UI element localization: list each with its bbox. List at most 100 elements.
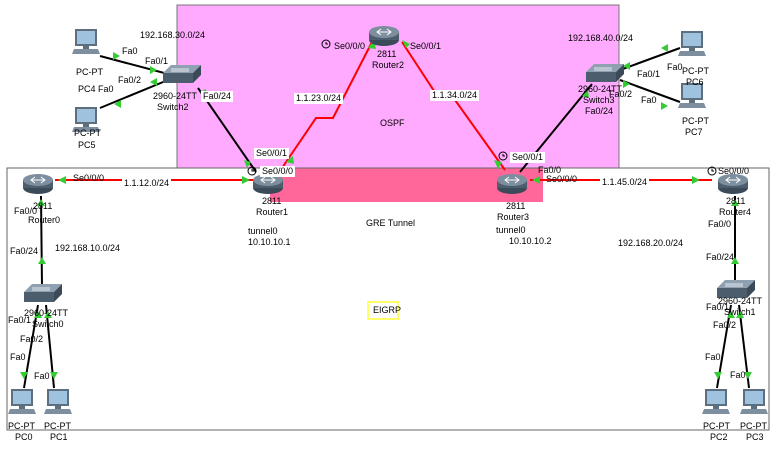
router1-model: 2811 (262, 196, 282, 206)
network-label: 192.168.20.0/24 (618, 238, 684, 248)
port-label: Fa0/2 (609, 89, 633, 99)
router3-model: 2811 (506, 201, 526, 211)
router0-device[interactable] (20, 170, 56, 194)
pc6-device[interactable] (680, 30, 706, 56)
pc4-name: PC4 (78, 84, 96, 94)
port-label: Fa0/24 (585, 106, 614, 116)
link-router1-router2 (281, 41, 373, 169)
pc0-name: PC0 (15, 432, 33, 442)
router-icon (253, 174, 283, 194)
switch0-model: 2960-24TT (24, 308, 69, 318)
router4-model: 2811 (726, 196, 746, 206)
link-label: 1.1.34.0/24 (430, 90, 480, 101)
link-switch2-router1 (197, 87, 257, 173)
router2-model: 2811 (377, 49, 397, 59)
port-label: Fa0 (705, 352, 721, 362)
switch1-name: Switch1 (724, 307, 756, 317)
switch3-device[interactable] (586, 63, 626, 83)
port-label: Se0/0/0 (260, 166, 296, 177)
switch3-model: 2960-24TT (578, 84, 623, 94)
gre-tunnel-label: GRE Tunnel (366, 218, 416, 228)
pc3-device[interactable] (742, 388, 768, 414)
pc0-type: PC-PT (8, 421, 35, 431)
router1-tunnel: tunnel0 (248, 226, 278, 236)
pc6-type: PC-PT (682, 66, 709, 76)
switch0-name: Switch0 (32, 319, 64, 329)
port-label: Se0/0/0 (718, 166, 750, 176)
port-label: Fa0 (98, 84, 114, 94)
clock-rate-icons (247, 39, 717, 176)
pc2-name: PC2 (710, 432, 728, 442)
port-label: Se0/0/1 (254, 148, 290, 159)
router1-tunnel-ip: 10.10.10.1 (248, 237, 291, 247)
link-router0-switch0 (40, 195, 43, 287)
port-label: Fa0/1 (706, 302, 730, 312)
port-label: Fa0 (10, 352, 26, 362)
port-label: Fa0/2 (713, 320, 737, 330)
port-label: Fa0/1 (145, 56, 169, 66)
router-icon (23, 174, 53, 194)
link-label: 1.1.12.0/24 (122, 178, 172, 189)
port-label: Fa0/2 (20, 334, 44, 344)
port-label: Se0/0/0 (546, 174, 578, 184)
port-label: Fa0/0 (708, 219, 732, 229)
pc1-type: PC-PT (44, 421, 71, 431)
pc6-name: PC6 (686, 77, 704, 87)
router0-model: 2811 (33, 201, 53, 211)
port-label: Fa0/24 (10, 246, 39, 256)
switch-icon (24, 284, 62, 302)
port-label: Se0/0/0 (334, 41, 366, 51)
switch-icons (24, 64, 755, 302)
pc4-type: PC-PT (76, 67, 103, 77)
pc-icon (740, 389, 768, 414)
switch2-name: Switch2 (157, 102, 189, 112)
pc2-type: PC-PT (703, 421, 730, 431)
link-pc4-switch2 (99, 55, 169, 75)
port-label: Fa0/24 (706, 252, 735, 262)
switch0-device[interactable] (24, 283, 64, 303)
eigrp-label-box (367, 301, 399, 320)
pc0-device[interactable] (10, 388, 36, 414)
router3-device[interactable] (494, 170, 530, 194)
router2-name: Router2 (372, 60, 405, 70)
pc4-device[interactable] (74, 28, 100, 54)
pc7-type: PC-PT (682, 116, 709, 126)
router-icons (23, 26, 748, 194)
port-label: Fa0/24 (201, 91, 234, 102)
pc3-name: PC3 (746, 432, 764, 442)
port-label: Fa0/0 (538, 165, 562, 175)
switch3-name: Switch3 (583, 95, 615, 105)
switch2-device[interactable] (163, 64, 203, 84)
pc-icons (8, 29, 768, 414)
port-label: Fa0/1 (8, 315, 32, 325)
pc3-type: PC-PT (740, 421, 767, 431)
router4-name: Router4 (719, 207, 752, 217)
link-label: 1.1.23.0/24 (294, 93, 344, 104)
ospf-label: OSPF (380, 118, 405, 128)
port-label: Se0/0/1 (510, 152, 546, 163)
port-label: Fa0 (34, 371, 50, 381)
pc2-device[interactable] (704, 388, 730, 414)
network-label: 192.168.40.0/24 (568, 33, 634, 43)
port-label: Fa0 (641, 95, 657, 105)
switch-icon (586, 64, 624, 82)
pc1-device[interactable] (46, 388, 72, 414)
switch1-model: 2960-24TT (718, 296, 763, 306)
switch-icon (163, 65, 201, 83)
link-label: 1.1.45.0/24 (600, 177, 650, 188)
pc5-name: PC5 (78, 140, 96, 150)
router1-name: Router1 (256, 207, 289, 217)
port-label: Se0/0/1 (410, 41, 442, 51)
port-label: Fa0/1 (637, 69, 661, 79)
router3-tunnel-ip: 10.10.10.2 (509, 236, 552, 246)
port-label: Se0/0/0 (73, 173, 105, 183)
pc-icon (72, 29, 100, 54)
router0-name: Router0 (28, 215, 61, 225)
router2-device[interactable] (366, 22, 402, 46)
port-label: Fa0 (122, 46, 138, 56)
eigrp-area (6, 167, 770, 431)
port-label: Fa0/2 (118, 75, 142, 85)
pc-icon (678, 31, 706, 56)
pc-icon (44, 389, 72, 414)
